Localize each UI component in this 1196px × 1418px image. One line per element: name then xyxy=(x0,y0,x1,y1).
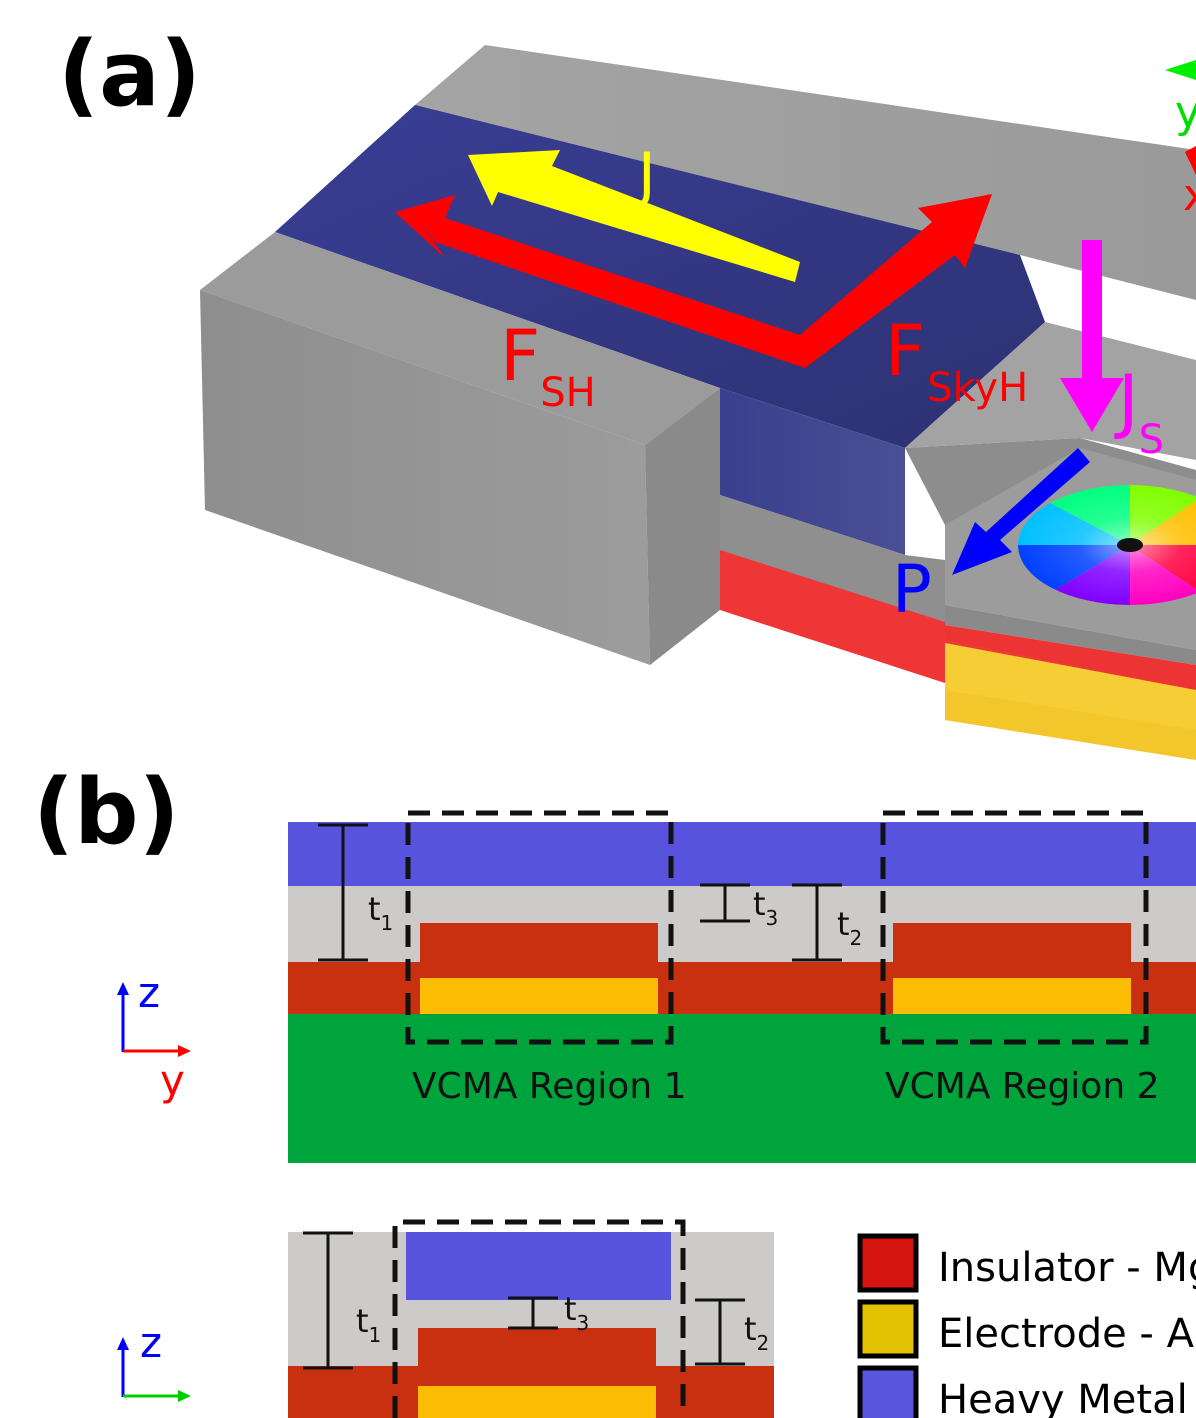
vcma-region-2-box xyxy=(880,810,1149,1045)
t3-marker-bottom xyxy=(508,1296,558,1330)
electrode-bottom xyxy=(418,1386,656,1418)
axis-x-label-a: x xyxy=(1183,170,1196,221)
vcma-region-1-box xyxy=(405,810,674,1045)
axis-y-label-a: y xyxy=(1175,87,1196,138)
vcma-region-1-label: VCMA Region 1 xyxy=(412,1066,686,1107)
insulator-bump-bottom xyxy=(418,1328,656,1368)
panel-a-axes xyxy=(1165,60,1196,175)
panel-a-label: (a) xyxy=(58,22,201,127)
heavy-metal-front-face xyxy=(720,388,905,555)
polarization-arrow xyxy=(952,448,1090,575)
t2-label: t2 xyxy=(837,905,862,950)
substrate-layer xyxy=(288,1014,1196,1163)
axis-z-label-bottom: z xyxy=(140,1318,162,1367)
t1-marker xyxy=(318,823,368,962)
t2-label-bottom: t2 xyxy=(744,1310,769,1355)
legend-swatch-insulator xyxy=(857,1233,919,1293)
skyrmion-hall-force-label: FSkyH xyxy=(885,310,1028,411)
legend: Insulator - Mg Electrode - A Heavy Metal xyxy=(857,1233,1196,1418)
heavy-metal-block-bottom xyxy=(406,1232,671,1300)
vcma-box-bottom xyxy=(392,1219,686,1418)
force-arrows xyxy=(395,194,992,368)
left-block-side-face xyxy=(645,388,720,665)
axis-z-label-top: z xyxy=(138,968,160,1017)
current-label: J xyxy=(634,140,656,210)
ferromagnet-front-face xyxy=(720,495,945,625)
panel-b-axes-bottom xyxy=(117,1337,191,1402)
t1-marker-bottom xyxy=(303,1231,353,1370)
t2-marker-bottom xyxy=(695,1298,745,1366)
panel-b-axes-top xyxy=(117,982,191,1057)
panel-b-top-section: (b) t1 t3 t2 VCMA Region xyxy=(33,760,1196,1163)
right-step-top xyxy=(905,322,1196,460)
vcma-platform-front xyxy=(945,605,1196,665)
left-block-front-face xyxy=(200,290,650,665)
skyrmion-disk xyxy=(1018,485,1196,605)
legend-label-insulator: Insulator - Mg xyxy=(938,1245,1196,1291)
insulator-front-face-middle xyxy=(720,550,945,683)
legend-label-electrode: Electrode - A xyxy=(938,1311,1195,1357)
current-arrow xyxy=(468,150,800,282)
vcma-region-2-label: VCMA Region 2 xyxy=(885,1066,1159,1107)
t1-label: t1 xyxy=(368,890,393,935)
legend-label-heavy-metal: Heavy Metal xyxy=(938,1377,1188,1418)
panel-b-label: (b) xyxy=(33,760,180,865)
polarization-label: P xyxy=(892,551,932,628)
panel-b-bottom-section: t1 t3 t2 z Insulator - Mg Electrode - A xyxy=(117,1219,1196,1418)
left-slab-top-surface xyxy=(200,232,720,445)
legend-swatch-heavy-metal xyxy=(857,1365,919,1418)
electrode-front-face-bottom xyxy=(945,690,1196,760)
spin-hall-force-label: FSH xyxy=(500,315,596,416)
electrode-2 xyxy=(893,978,1131,1014)
panel-a-device: (a) J FSH FSkyH JS P y x xyxy=(58,22,1196,760)
nanotrack-top-surface xyxy=(415,45,1196,300)
legend-swatch-electrode xyxy=(857,1299,919,1359)
heavy-metal-top-surface xyxy=(275,105,1045,448)
axis-y-label-top: y xyxy=(160,1056,185,1105)
electrode-1 xyxy=(420,978,658,1014)
t2-marker xyxy=(792,883,842,962)
t1-label-bottom: t1 xyxy=(356,1302,381,1347)
spin-current-arrow xyxy=(1060,240,1124,432)
heavy-metal-layer xyxy=(288,822,1196,886)
skyrmion-core xyxy=(1117,538,1143,552)
t3-label: t3 xyxy=(753,885,778,930)
spin-current-label: JS xyxy=(1114,360,1164,463)
t3-label-bottom: t3 xyxy=(564,1290,589,1335)
t3-marker xyxy=(700,883,750,923)
insulator-bump-2 xyxy=(893,923,1131,963)
insulator-bump-1 xyxy=(420,923,658,963)
